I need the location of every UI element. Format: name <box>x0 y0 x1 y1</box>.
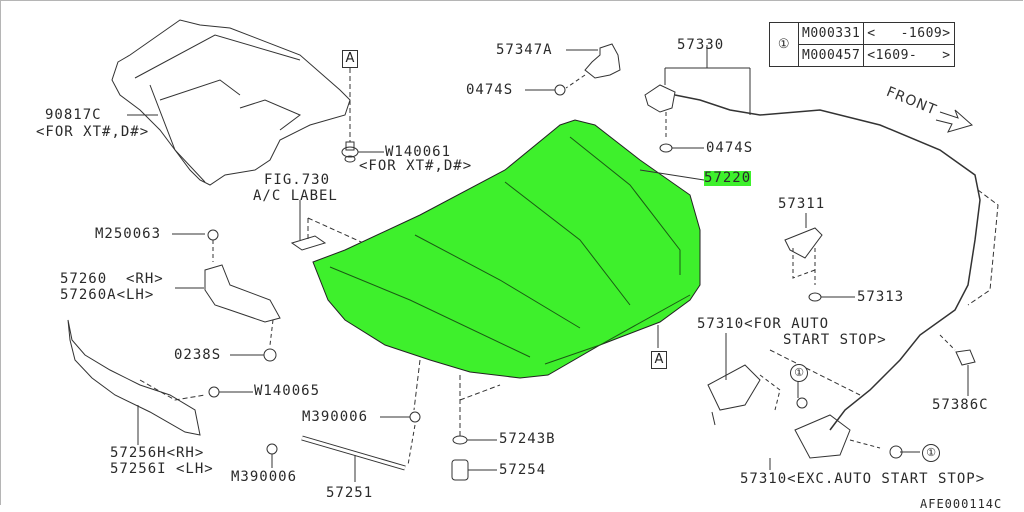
part-label-57220-highlighted: 57220 <box>704 170 752 186</box>
reference-marker-a-hood: A <box>651 351 667 369</box>
part-label-90817c: 90817C <box>45 107 102 123</box>
part-note-w140061: <FOR XT#,D#> <box>359 158 473 174</box>
part-label-w140065: W140065 <box>254 383 321 399</box>
bumper-57254-icon <box>451 459 469 481</box>
figure-reference-730: FIG.730 <box>264 172 331 188</box>
clip-w140061-icon <box>341 141 384 163</box>
legend-table: ① M000331 < -1609> M000457 <1609- > <box>769 22 955 67</box>
part-label-0238s: 0238S <box>174 347 222 363</box>
part-label-w140061: W140061 <box>385 144 452 160</box>
legend-ref-circle-1-upper: ① <box>790 364 808 382</box>
part-label-57254: 57254 <box>499 462 547 478</box>
part-label-m390006-upper: M390006 <box>302 409 369 425</box>
hood-release-cable-57330 <box>644 45 999 431</box>
part-label-57311: 57311 <box>778 196 826 212</box>
legend-row: ① M000331 < -1609> <box>769 22 955 67</box>
bracket-57311 <box>784 213 855 302</box>
front-arrow-icon <box>935 109 974 133</box>
gas-strut-57251 <box>266 411 421 482</box>
part-label-57386c: 57386C <box>932 397 989 413</box>
part-label-57251: 57251 <box>326 485 374 501</box>
under-cover-part-90817c <box>111 19 351 186</box>
legend-row: M000457 <1609- > <box>770 44 955 67</box>
legend-range: < -1609> <box>863 22 955 45</box>
part-label-57243b: 57243B <box>499 431 556 447</box>
reference-marker-a-top: A <box>342 50 358 68</box>
part-label-57256h: 57256H<RH> <box>110 445 205 461</box>
part-label-57260: 57260 <RH> <box>60 271 164 287</box>
legend-part: M000331 <box>797 22 865 45</box>
part-label-57347a: 57347A <box>496 42 553 58</box>
part-note-90817c: <FOR XT#,D#> <box>36 124 150 140</box>
figure-code: AFE000114C <box>920 497 1003 511</box>
latch-57310-auto <box>707 333 861 426</box>
part-label-57260a: 57260A<LH> <box>60 287 155 303</box>
legend-ref-circle-1-lower: ① <box>922 444 940 462</box>
part-label-m250063: M250063 <box>95 226 162 242</box>
hinge-57260 <box>172 229 281 362</box>
part-label-57313: 57313 <box>857 289 905 305</box>
hood-part-57220 <box>312 119 705 379</box>
part-label-57310-auto-line2: START STOP> <box>783 332 887 348</box>
legend-part: M000457 <box>797 44 865 67</box>
washer-57243b-icon <box>452 435 468 445</box>
part-label-57310-exc: 57310<EXC.AUTO START STOP> <box>740 471 986 487</box>
part-label-57256i: 57256I <LH> <box>110 461 214 477</box>
part-label-0474s-top: 0474S <box>466 82 514 98</box>
ac-label-text: A/C LABEL <box>253 188 338 204</box>
legend-symbol: ① <box>769 22 799 67</box>
legend-range: <1609- > <box>863 44 955 67</box>
part-label-57330: 57330 <box>677 37 725 53</box>
latch-57310-exc <box>769 414 920 470</box>
part-label-0474s-latch: 0474S <box>706 140 754 156</box>
bracket-57347a-icon <box>525 43 621 96</box>
seal-57256 <box>67 319 253 445</box>
connector-57386c <box>939 334 976 396</box>
part-label-57310-auto-line1: 57310<FOR AUTO <box>697 316 830 332</box>
part-label-m390006-lower: M390006 <box>231 469 298 485</box>
